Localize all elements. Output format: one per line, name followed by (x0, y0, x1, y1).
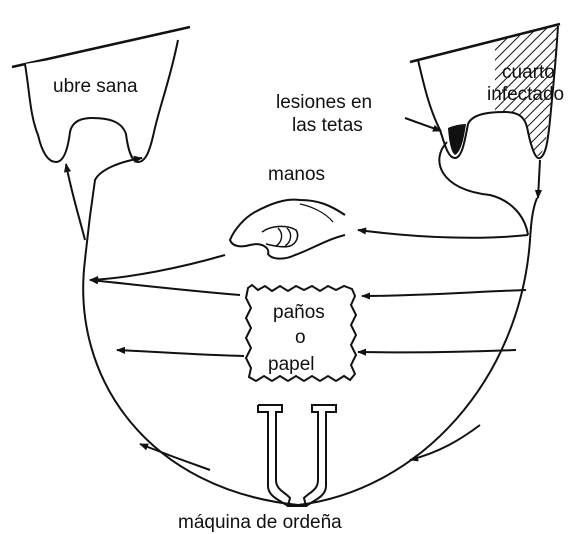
left-teat-up-arrow (66, 164, 85, 240)
cloth-to-left-lower-arrow (117, 350, 244, 356)
cloths-label-line3: papel (268, 354, 315, 375)
lesion-path (439, 142, 528, 235)
right-to-cloth-arrow (362, 290, 526, 296)
right-to-hand-arrow (358, 230, 528, 238)
infected-quarter-label-line2: infectado (487, 84, 564, 105)
teat-lesions-label-line2: las tetas (292, 115, 363, 136)
infected-teat-down-arrow (538, 160, 540, 198)
milking-machine-illustration (258, 405, 336, 506)
hand-illustration (230, 200, 345, 259)
teat-lesions-label-line1: lesiones en (276, 92, 372, 113)
hands-label: manos (268, 164, 325, 185)
machine-to-left-arrow (140, 444, 210, 470)
cloth-to-left-upper-arrow (90, 280, 240, 295)
cloths-label-line1: paños (273, 302, 325, 323)
healthy-udder-label: ubre sana (53, 76, 138, 97)
hand-to-left-arrow (90, 255, 225, 280)
cloths-label-line2: o (295, 327, 306, 348)
infected-quarter-label-line1: cuarto (502, 62, 555, 83)
right-to-cloth-lower-arrow (358, 350, 516, 352)
milking-machine-label: máquina de ordeña (178, 512, 342, 533)
